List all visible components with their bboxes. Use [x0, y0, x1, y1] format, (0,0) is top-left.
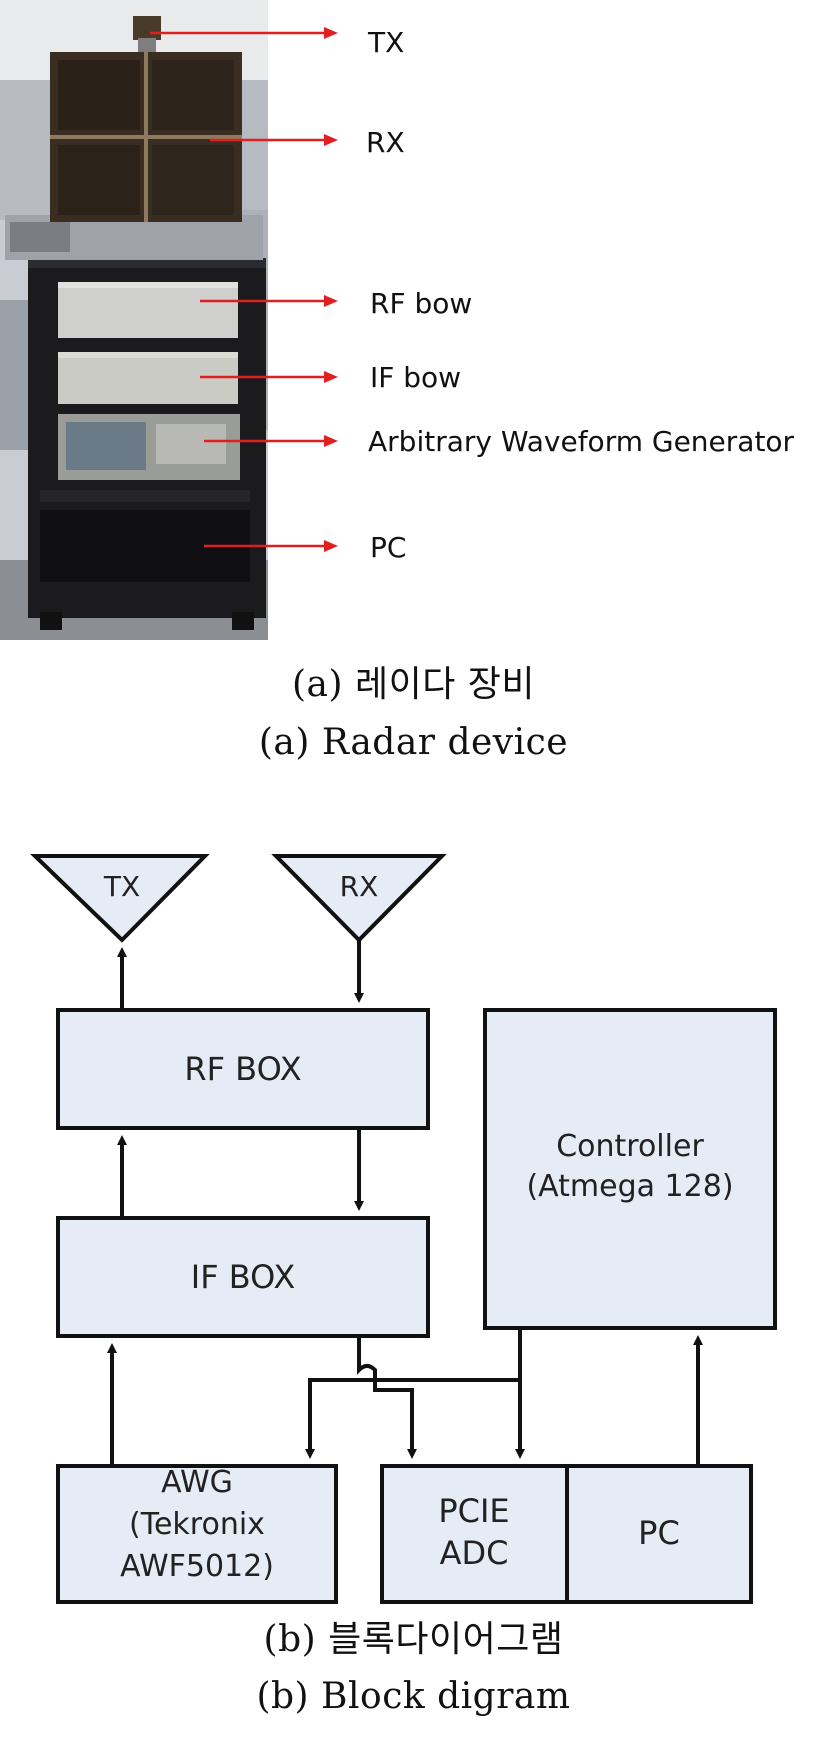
radar-device-photo: TX RX RF bow IF bow Arbitrary Waveform G…: [0, 0, 827, 640]
controller-bus: [305, 1328, 522, 1459]
caption-a-english: (a) Radar device: [258, 722, 569, 763]
controller-box: [483, 1008, 777, 1330]
block-diagram: TX RX RF BOX IF BOX Controller (Atmega 1…: [0, 830, 827, 1610]
pcie-adc-box: [380, 1464, 569, 1604]
photo-label-awg: Arbitrary Waveform Generator: [368, 425, 795, 458]
rf-box-label: RF BOX: [184, 1050, 301, 1088]
pc-label: PC: [638, 1514, 680, 1552]
caption-b-korean: (b) 블록다이어그램: [263, 1619, 564, 1660]
awg-label-line2: (Tekronix: [129, 1507, 265, 1542]
rf-box-unit: [58, 282, 238, 338]
tx-antenna: [133, 16, 161, 40]
pc-box: [565, 1464, 753, 1604]
controller-label-line1: Controller: [556, 1129, 704, 1164]
photo-label-rf: RF bow: [370, 287, 472, 320]
photo-label-if: IF bow: [370, 361, 461, 394]
rx-antenna-label: RX: [340, 870, 379, 903]
tx-antenna-symbol: [30, 854, 210, 943]
photo-label-tx: TX: [367, 26, 404, 59]
photo-arrows: [150, 27, 338, 552]
diagram-connections: [107, 940, 703, 1466]
caption-a-korean: (a) 레이다 장비: [291, 664, 536, 705]
tx-antenna-label: TX: [103, 870, 140, 903]
controller-label-line2: (Atmega 128): [526, 1169, 733, 1204]
awg-label-line3: AWF5012): [120, 1549, 274, 1584]
awg-label-line1: AWG: [161, 1465, 233, 1500]
pcie-label-line2: ADC: [440, 1534, 509, 1572]
if-box-label: IF BOX: [191, 1258, 295, 1296]
caption-b-english: (b) Block digram: [256, 1676, 571, 1717]
rx-antenna-symbol: [271, 854, 447, 943]
photo-label-pc: PC: [370, 531, 406, 564]
photo-label-rx: RX: [366, 126, 405, 159]
arrow-if-to-pcie: [357, 1336, 417, 1459]
rf-box: [56, 1008, 430, 1130]
awg-box: [56, 1464, 338, 1604]
pcie-label-line1: PCIE: [438, 1492, 509, 1530]
if-box: [56, 1216, 430, 1338]
